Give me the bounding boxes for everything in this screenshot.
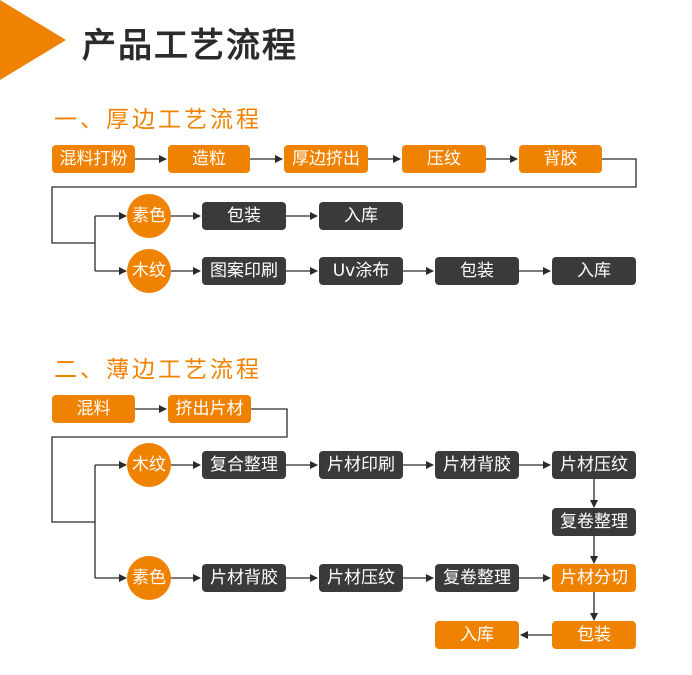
branch-wood-grain: 木纹 xyxy=(127,249,171,293)
section-title-thick-edge: 一、厚边工艺流程 xyxy=(54,107,262,133)
step-sheet-extrusion: 挤出片材 xyxy=(168,395,251,423)
step-warehousing: 入库 xyxy=(435,621,519,649)
step-warehousing: 入库 xyxy=(552,257,636,285)
step-sheet-embossing: 片材压纹 xyxy=(552,451,636,479)
step-packaging: 包装 xyxy=(202,202,286,230)
step-rewinding: 复卷整理 xyxy=(552,508,636,536)
step-uv-coating: Uv涂布 xyxy=(319,257,403,285)
step-composite-finishing: 复合整理 xyxy=(202,451,286,479)
branch-plain-color: 素色 xyxy=(127,556,171,600)
step-mixing-powder: 混料打粉 xyxy=(52,145,135,173)
step-sheet-printing: 片材印刷 xyxy=(319,451,403,479)
step-sheet-back-glue: 片材背胶 xyxy=(435,451,519,479)
step-embossing: 压纹 xyxy=(402,145,486,173)
page-title: 产品工艺流程 xyxy=(82,26,298,66)
branch-wood-grain: 木纹 xyxy=(127,443,171,487)
corner-triangle-decoration xyxy=(0,0,66,80)
step-granulation: 造粒 xyxy=(168,145,250,173)
step-sheet-embossing: 片材压纹 xyxy=(319,564,403,592)
step-mixing: 混料 xyxy=(52,395,135,423)
step-pattern-printing: 图案印刷 xyxy=(202,257,286,285)
step-thick-extrusion: 厚边挤出 xyxy=(284,145,368,173)
step-back-glue: 背胶 xyxy=(519,145,602,173)
step-warehousing: 入库 xyxy=(319,202,403,230)
step-sheet-slitting: 片材分切 xyxy=(552,564,636,592)
step-sheet-back-glue: 片材背胶 xyxy=(202,564,286,592)
section-title-thin-edge: 二、薄边工艺流程 xyxy=(54,357,262,383)
step-packaging: 包装 xyxy=(435,257,519,285)
branch-plain-color: 素色 xyxy=(127,194,171,238)
step-rewinding: 复卷整理 xyxy=(435,564,519,592)
return-connector xyxy=(51,408,288,523)
step-packaging: 包装 xyxy=(552,621,636,649)
return-connector xyxy=(51,158,637,244)
